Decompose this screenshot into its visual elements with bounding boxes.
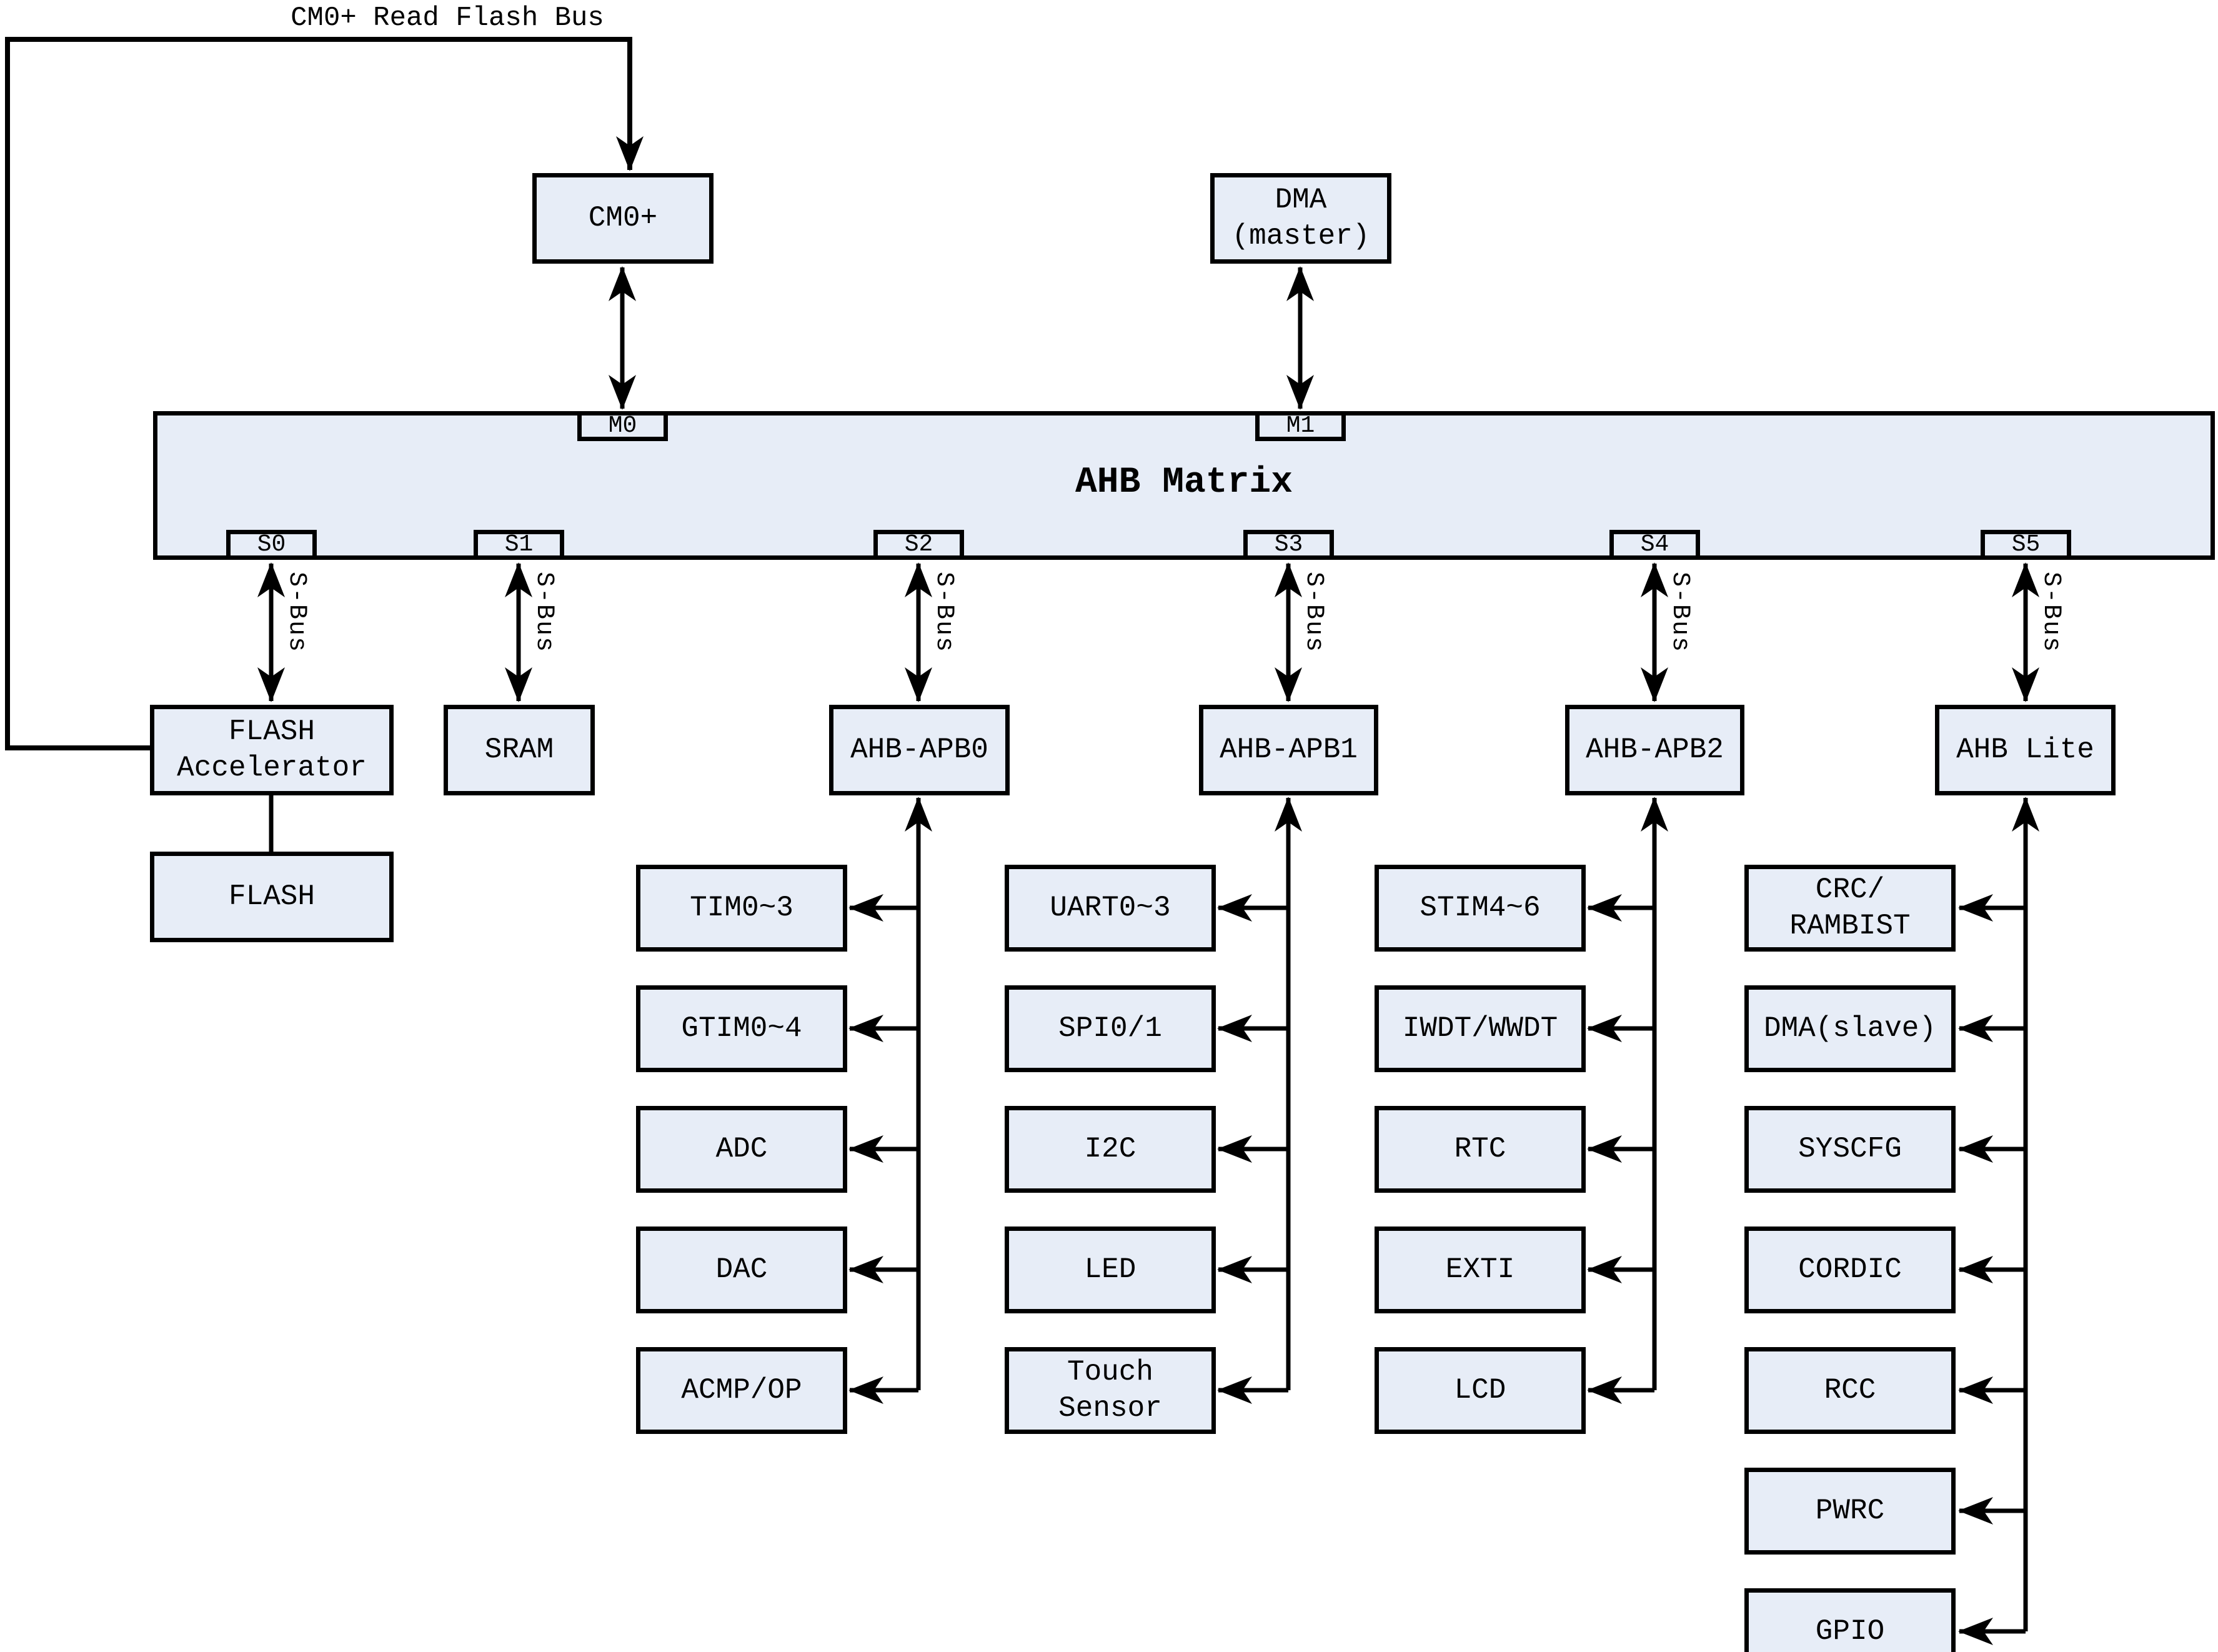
block-sram: SRAM (444, 705, 595, 795)
block-exti: EXTI (1375, 1227, 1586, 1313)
block-ahb-apb2-label: AHB-APB2 (1586, 733, 1724, 766)
port-s4-label: S4 (1640, 531, 1669, 558)
block-uart0-3: UART0~3 (1005, 865, 1216, 952)
sbus-label-s3: S-Bus (1300, 572, 1328, 654)
block-ahb-apb1: AHB-APB1 (1199, 705, 1378, 795)
block-dma-master: DMA (master) (1210, 173, 1391, 264)
block-dac: DAC (636, 1227, 847, 1313)
block-ahb-apb1-label: AHB-APB1 (1220, 733, 1358, 766)
block-dma-slave-label: DMA(slave) (1763, 1012, 1937, 1045)
block-ahb-apb2: AHB-APB2 (1565, 705, 1744, 795)
cm0-read-flash-bus-label: CM0+ Read Flash Bus (291, 2, 604, 34)
block-cm0: CM0+ (532, 173, 714, 264)
block-flash-accelerator: FLASH Accelerator (150, 705, 394, 795)
port-s3-label: S3 (1274, 531, 1303, 558)
block-sram-label: SRAM (484, 733, 554, 766)
block-led: LED (1005, 1227, 1216, 1313)
block-rcc: RCC (1744, 1347, 1956, 1434)
port-m1-label: M1 (1286, 412, 1315, 439)
sbus-label-s2: S-Bus (930, 572, 958, 654)
block-cordic: CORDIC (1744, 1227, 1956, 1313)
block-rcc-label: RCC (1824, 1373, 1876, 1406)
port-m0-label: M0 (608, 412, 637, 439)
block-stim4-6: STIM4~6 (1375, 865, 1586, 952)
block-acmp-op: ACMP/OP (636, 1347, 847, 1434)
sbus-label-s0: S-Bus (282, 572, 311, 654)
block-iwdt-wwdt-label: IWDT/WWDT (1402, 1012, 1558, 1045)
block-touch-sensor-label: Touch Sensor (1058, 1356, 1162, 1425)
block-flash-accelerator-label: FLASH Accelerator (177, 715, 367, 784)
block-exti-label: EXTI (1445, 1253, 1515, 1286)
block-ahb-apb0-label: AHB-APB0 (850, 733, 988, 766)
block-pwrc-label: PWRC (1815, 1494, 1885, 1527)
block-dma-slave: DMA(slave) (1744, 985, 1956, 1072)
block-iwdt-wwdt: IWDT/WWDT (1375, 985, 1586, 1072)
sbus-label-s5: S-Bus (2037, 572, 2065, 654)
port-s3: S3 (1243, 530, 1334, 560)
block-gtim0-4-label: GTIM0~4 (681, 1012, 802, 1045)
block-cordic-label: CORDIC (1798, 1253, 1902, 1286)
port-s5-label: S5 (2011, 531, 2041, 558)
block-syscfg: SYSCFG (1744, 1106, 1956, 1193)
block-led-label: LED (1084, 1253, 1136, 1286)
block-lcd-label: LCD (1454, 1373, 1506, 1406)
block-gtim0-4: GTIM0~4 (636, 985, 847, 1072)
ahb-matrix-title: AHB Matrix (1075, 462, 1293, 503)
port-m1: M1 (1255, 411, 1346, 441)
port-s2: S2 (873, 530, 964, 560)
block-flash-label: FLASH (228, 880, 316, 913)
block-rtc-label: RTC (1454, 1132, 1506, 1165)
block-adc: ADC (636, 1106, 847, 1193)
block-rtc: RTC (1375, 1106, 1586, 1193)
port-s2-label: S2 (904, 531, 933, 558)
block-crc-rambist-label: CRC/ RAMBIST (1789, 873, 1911, 942)
sbus-label-s1: S-Bus (530, 572, 558, 654)
block-dma-master-label: DMA (master) (1231, 184, 1370, 252)
block-cm0-label: CM0+ (588, 201, 658, 234)
block-gpio-label: GPIO (1815, 1615, 1885, 1648)
block-adc-label: ADC (715, 1132, 768, 1165)
port-s1: S1 (474, 530, 564, 560)
block-i2c-label: I2C (1084, 1132, 1136, 1165)
block-i2c: I2C (1005, 1106, 1216, 1193)
block-ahb-lite-label: AHB Lite (1956, 733, 2094, 766)
block-gpio: GPIO (1744, 1588, 1956, 1652)
block-crc-rambist: CRC/ RAMBIST (1744, 865, 1956, 952)
block-spi0-1-label: SPI0/1 (1058, 1012, 1162, 1045)
block-acmp-op-label: ACMP/OP (681, 1373, 802, 1406)
cm0-read-flash-bus-line (5, 37, 644, 750)
block-ahb-lite: AHB Lite (1935, 705, 2116, 795)
block-uart0-3-label: UART0~3 (1050, 891, 1171, 924)
block-flash: FLASH (150, 852, 394, 942)
block-pwrc: PWRC (1744, 1468, 1956, 1555)
sbus-label-s4: S-Bus (1666, 572, 1694, 654)
port-s0-label: S0 (257, 531, 286, 558)
port-s1-label: S1 (504, 531, 534, 558)
port-s5: S5 (1981, 530, 2071, 560)
block-tim0-3: TIM0~3 (636, 865, 847, 952)
port-s4: S4 (1609, 530, 1700, 560)
block-syscfg-label: SYSCFG (1798, 1132, 1902, 1165)
block-touch-sensor: Touch Sensor (1005, 1347, 1216, 1434)
block-stim4-6-label: STIM4~6 (1420, 891, 1541, 924)
block-spi0-1: SPI0/1 (1005, 985, 1216, 1072)
block-dac-label: DAC (715, 1253, 768, 1286)
block-lcd: LCD (1375, 1347, 1586, 1434)
port-m0: M0 (577, 411, 668, 441)
block-tim0-3-label: TIM0~3 (690, 891, 793, 924)
port-s0: S0 (226, 530, 317, 560)
block-ahb-apb0: AHB-APB0 (829, 705, 1010, 795)
